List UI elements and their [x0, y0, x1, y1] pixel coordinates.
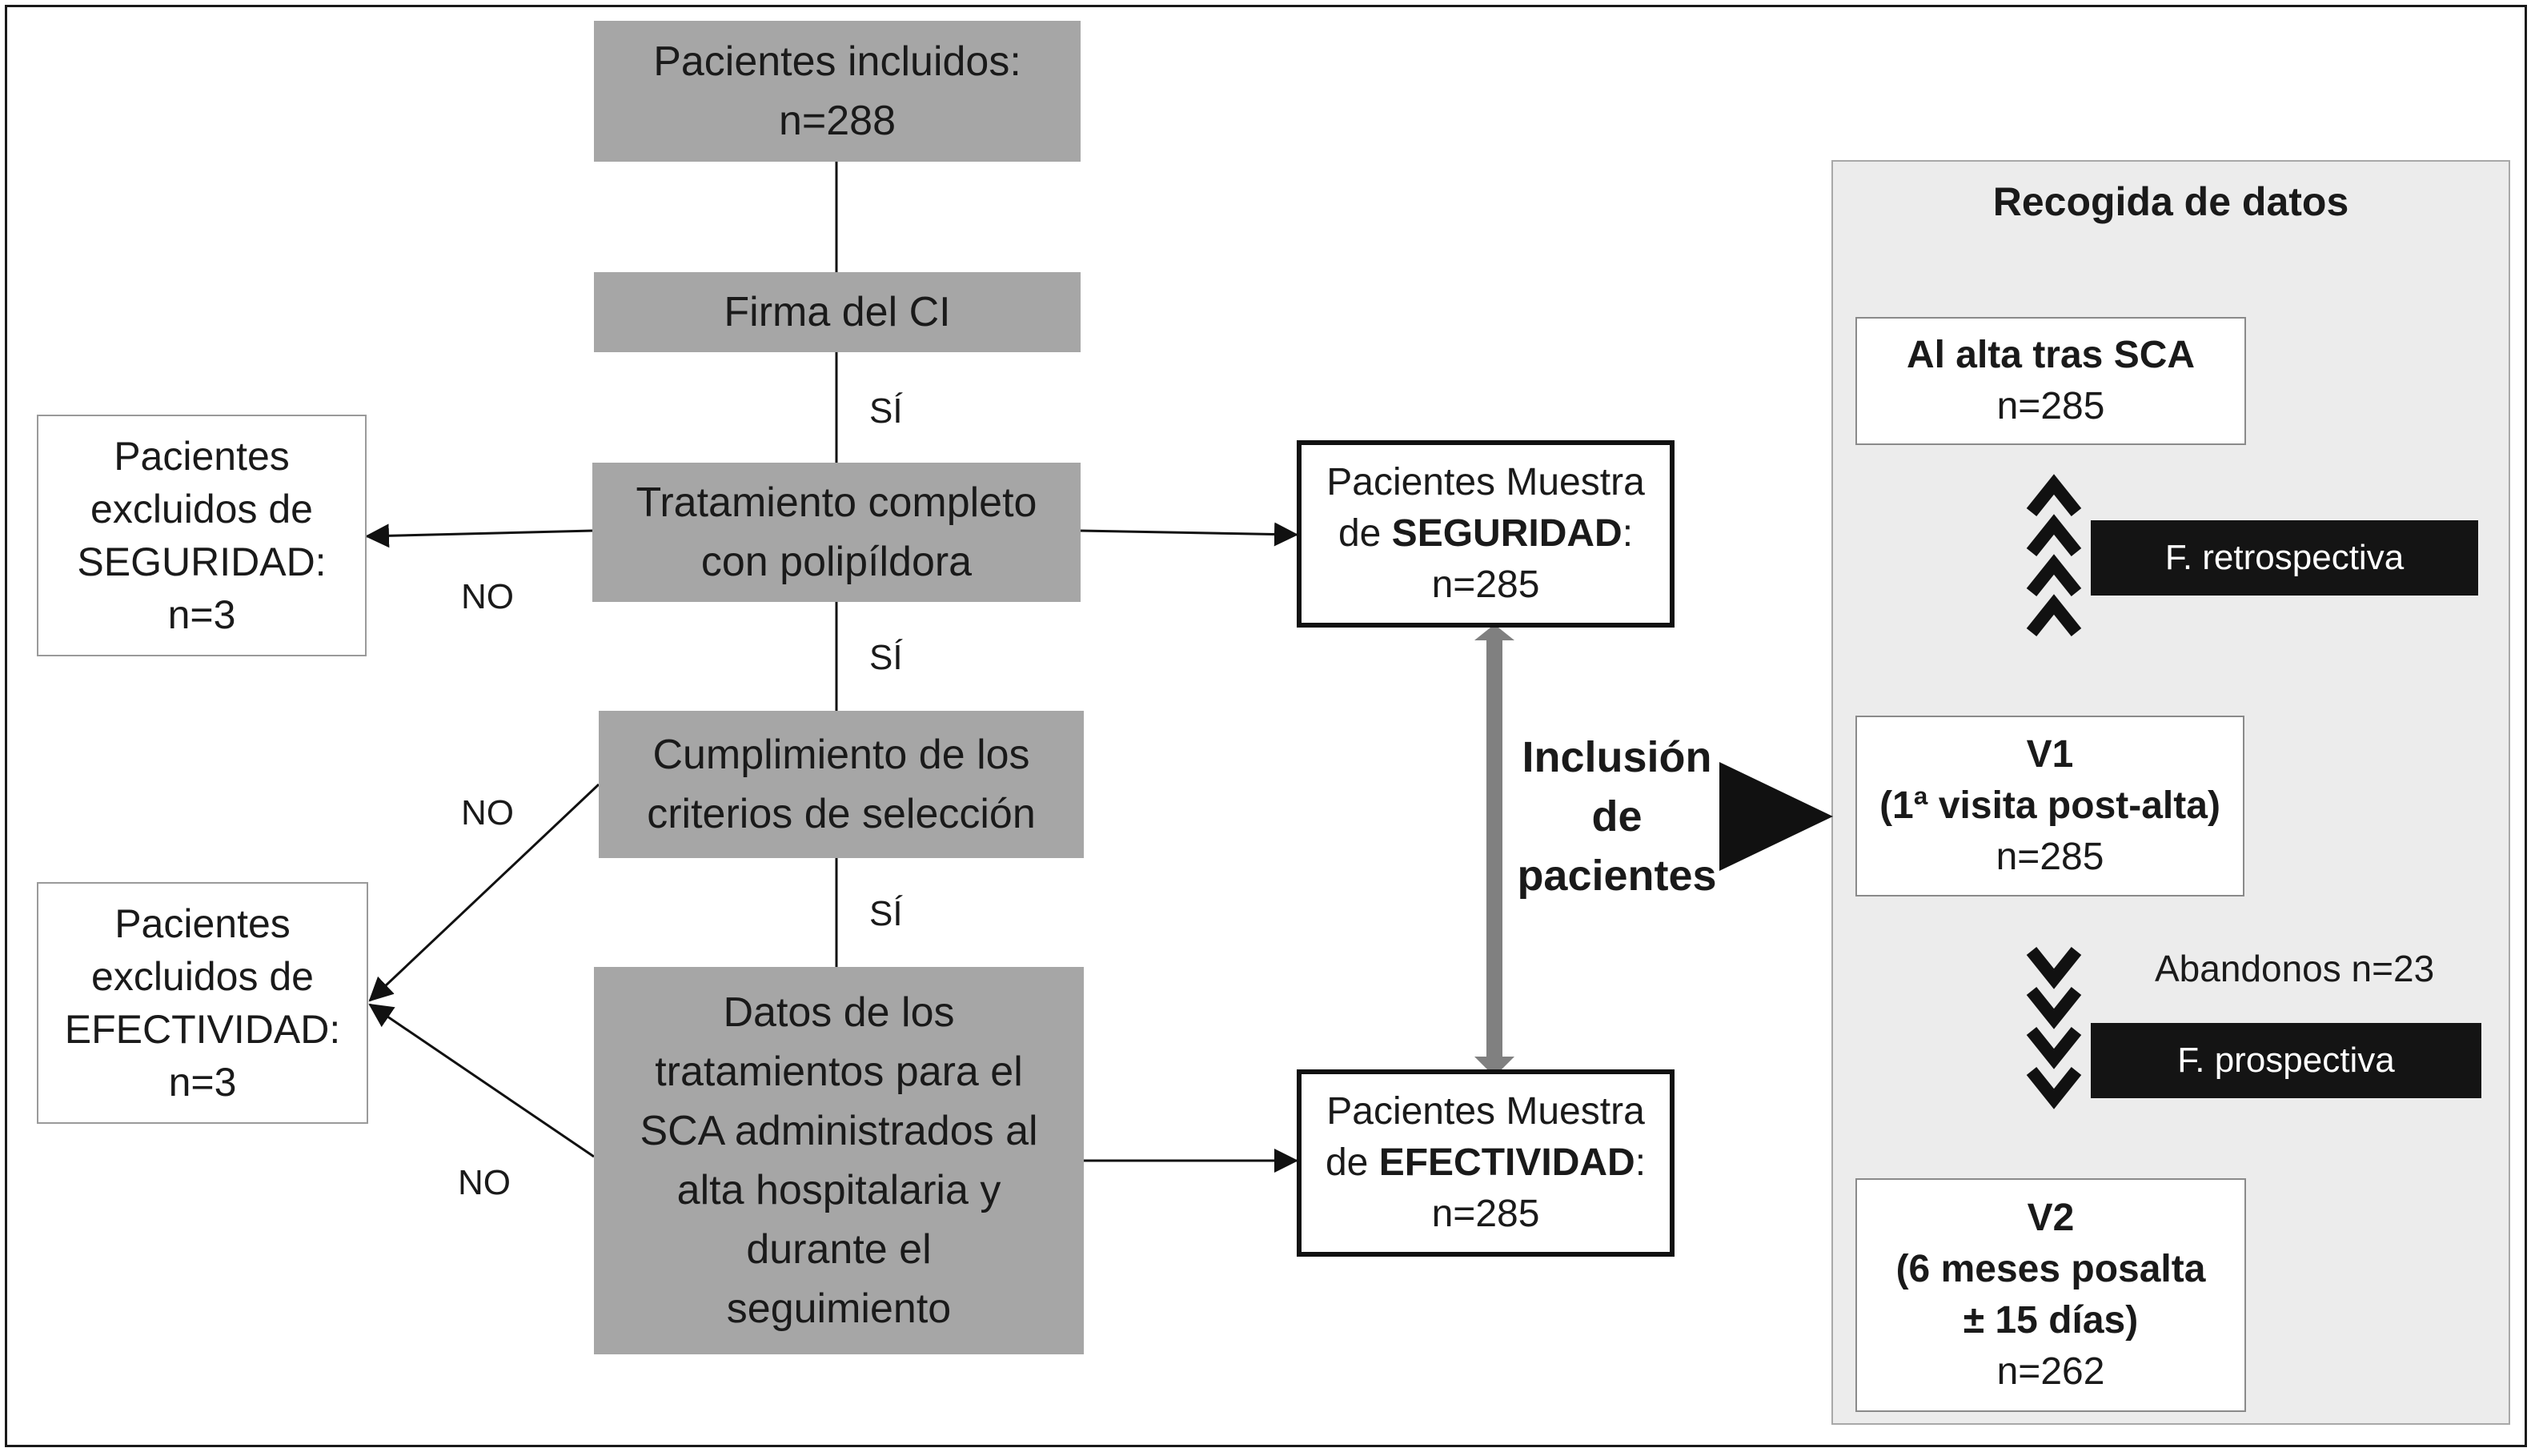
chevron-up-icon-2	[2026, 514, 2082, 556]
discharge-box: Al alta tras SCA n=285	[1855, 317, 2246, 445]
inclusion-line3: pacientes	[1517, 852, 1717, 900]
treatment-data-line2: tratamientos para el	[655, 1049, 1023, 1095]
double-arrow-bottom	[1474, 1057, 1514, 1077]
discharge-count: n=285	[1996, 385, 2105, 427]
no-label-2: NO	[461, 793, 514, 832]
no-label-3: NO	[458, 1163, 511, 1202]
included-patients-box: Pacientes incluidos: n=288	[594, 21, 1081, 162]
chevron-down-icon-2	[2026, 987, 2082, 1029]
arrow-excluded-safety	[365, 523, 593, 548]
prospective-label: F. prospectiva	[2091, 1023, 2481, 1098]
treatment-data-line5: durante el	[746, 1226, 932, 1273]
treatment-data-box: Datos de los tratamientos para el SCA ad…	[594, 967, 1084, 1354]
yes-label-3: SÍ	[869, 894, 903, 933]
safety-sample-box: Pacientes Muestra de SEGURIDAD: n=285	[1297, 440, 1675, 628]
excluded-safety-line1: Pacientes	[114, 434, 290, 479]
treatment-data-line4: alta hospitalaria y	[676, 1167, 1001, 1213]
chevron-up-icon-1	[2026, 474, 2082, 516]
arrow-to-safety-sample	[1080, 522, 1298, 547]
effectiveness-sample-box: Pacientes Muestra de EFECTIVIDAD: n=285	[1297, 1069, 1675, 1257]
v1-subtitle: (1ª visita post-alta)	[1879, 784, 2220, 827]
chevron-down-icon-3	[2026, 1027, 2082, 1069]
excluded-safety-line4: n=3	[167, 592, 236, 637]
v1-title: V1	[2026, 733, 2074, 776]
inclusion-line1: Inclusión	[1522, 733, 1712, 781]
complete-treatment-line1: Tratamiento completo	[636, 479, 1037, 526]
excluded-safety-line3: SEGURIDAD:	[77, 539, 327, 584]
excluded-effectiveness-box: Pacientes excluidos de EFECTIVIDAD: n=3	[37, 882, 368, 1124]
excluded-safety-line2: excluidos de	[90, 487, 313, 531]
safety-sample-line1: Pacientes Muestra	[1326, 461, 1645, 503]
no-label-1: NO	[461, 577, 514, 616]
treatment-data-line3: SCA administrados al	[640, 1108, 1038, 1154]
excluded-effectiveness-line2: excluidos de	[91, 954, 314, 999]
criteria-line1: Cumplimiento de los	[652, 732, 1030, 778]
v2-box: V2 (6 meses posalta ± 15 días) n=262	[1855, 1178, 2246, 1412]
included-title: Pacientes incluidos:	[653, 38, 1021, 85]
dropouts-label: Abandonos n=23	[2155, 948, 2435, 989]
figure-frame	[5, 5, 2527, 1447]
complete-treatment-line2: con polipíldora	[700, 539, 973, 585]
inclusion-arrow-icon	[1719, 762, 1833, 871]
complete-treatment-box: Tratamiento completo con polipíldora	[592, 463, 1081, 602]
v2-window: ± 15 días)	[1963, 1299, 2139, 1342]
double-arrow-top	[1474, 624, 1514, 640]
effectiveness-sample-line2: de EFECTIVIDAD:	[1325, 1141, 1647, 1184]
yes-label-2: SÍ	[869, 638, 903, 677]
chevron-up-icon-4	[2026, 594, 2082, 636]
consent-label: Firma del CI	[724, 289, 951, 335]
v1-count: n=285	[1996, 836, 2104, 878]
excluded-effectiveness-line3: EFECTIVIDAD:	[64, 1007, 341, 1052]
arrow-criteria-excluded	[368, 783, 600, 1002]
criteria-line2: criterios de selección	[647, 791, 1036, 837]
data-collection-title: Recogida de datos	[1992, 179, 2349, 224]
safety-sample-line2: de SEGURIDAD:	[1338, 512, 1634, 555]
treatment-data-line1: Datos de los	[723, 989, 955, 1036]
discharge-label: Al alta tras SCA	[1906, 334, 2196, 376]
yes-label-1: SÍ	[869, 391, 903, 431]
excluded-effectiveness-line1: Pacientes	[114, 901, 291, 946]
effectiveness-sample-count: n=285	[1431, 1193, 1540, 1235]
chevron-down-icon-4	[2026, 1067, 2082, 1109]
chevron-down-icon-1	[2026, 947, 2082, 989]
chevron-up-icon-3	[2026, 554, 2082, 596]
retrospective-label: F. retrospectiva	[2091, 520, 2478, 596]
inclusion-line2: de	[1591, 792, 1643, 840]
treatment-data-line6: seguimiento	[726, 1286, 952, 1332]
excluded-safety-box: Pacientes excluidos de SEGURIDAD: n=3	[37, 415, 367, 656]
informed-consent-box: Firma del CI	[594, 272, 1081, 352]
safety-keyword: SEGURIDAD	[1391, 512, 1622, 555]
v1-box: V1 (1ª visita post-alta) n=285	[1855, 716, 2244, 896]
v2-subtitle: (6 meses posalta	[1895, 1248, 2206, 1290]
double-arrow-shaft	[1486, 640, 1502, 1057]
effectiveness-keyword: EFECTIVIDAD	[1378, 1141, 1635, 1184]
v2-title: V2	[2027, 1197, 2075, 1239]
arrow-data-excluded	[368, 1003, 595, 1158]
included-count: n=288	[778, 98, 896, 144]
safety-sample-count: n=285	[1431, 564, 1540, 606]
v2-count: n=262	[1996, 1350, 2105, 1393]
selection-criteria-box: Cumplimiento de los criterios de selecci…	[599, 711, 1084, 858]
inclusion-label: Inclusión de pacientes	[1513, 728, 1721, 904]
effectiveness-sample-line1: Pacientes Muestra	[1326, 1090, 1645, 1133]
excluded-effectiveness-line4: n=3	[168, 1060, 237, 1105]
